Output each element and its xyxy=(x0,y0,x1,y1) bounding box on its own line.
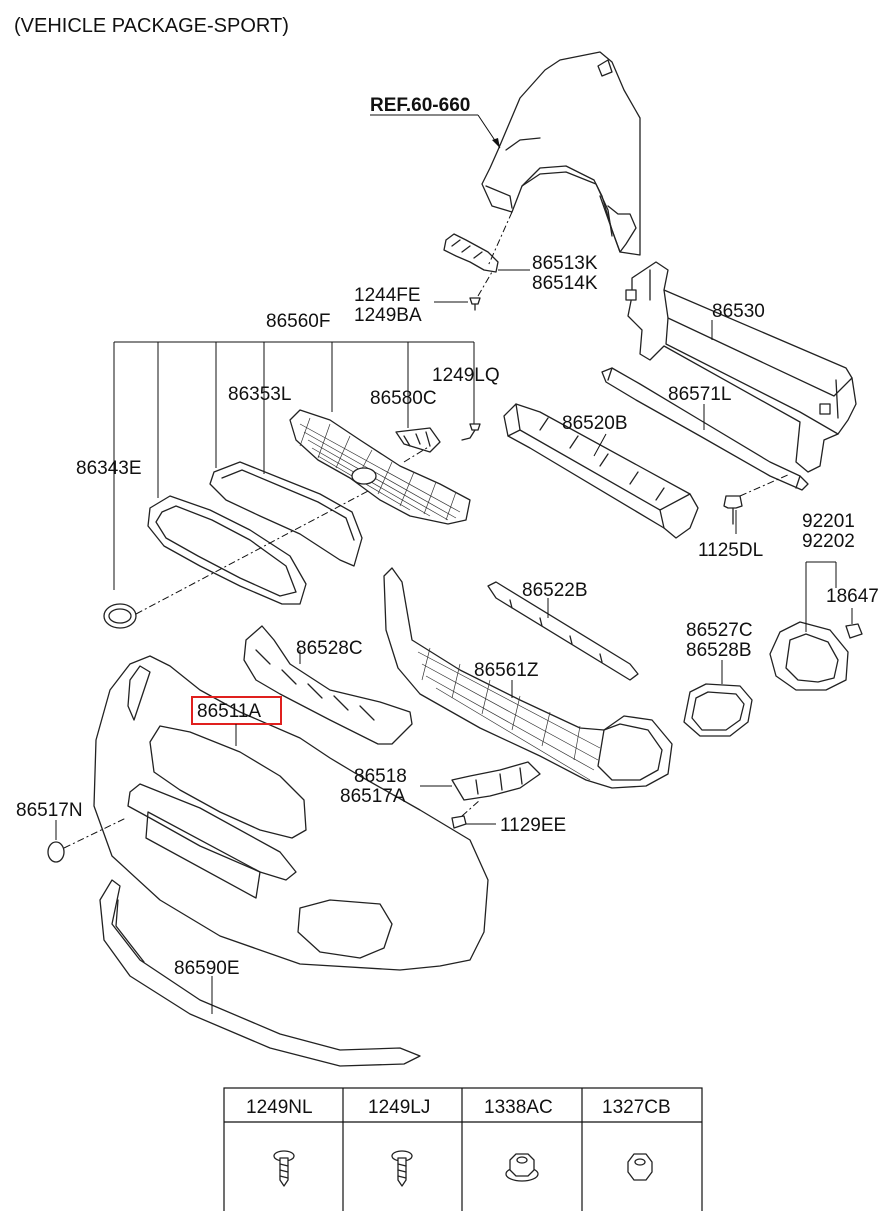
table-header-1327CB[interactable]: 1327CB xyxy=(602,1097,671,1118)
part-label-86528B[interactable]: 86528B xyxy=(686,640,752,661)
part-label-86514K[interactable]: 86514K xyxy=(532,273,598,294)
part-label-86528C[interactable]: 86528C xyxy=(296,638,363,659)
part-label-86517A[interactable]: 86517A xyxy=(340,786,406,807)
side-bracket xyxy=(451,761,541,801)
screw-icon xyxy=(451,815,467,829)
table-header-1338AC[interactable]: 1338AC xyxy=(484,1097,553,1118)
part-label-92202[interactable]: 92202 xyxy=(802,531,855,552)
tow-hook-cap xyxy=(47,841,65,863)
mounting-bracket xyxy=(443,233,499,273)
part-label-86590E[interactable]: 86590E xyxy=(174,958,240,979)
screw-icon xyxy=(273,1150,295,1187)
hex-nut-icon xyxy=(627,1153,653,1181)
part-label-92201[interactable]: 92201 xyxy=(802,511,855,532)
flange-nut-icon xyxy=(505,1153,539,1182)
screw-icon xyxy=(391,1150,413,1187)
part-label-86560F[interactable]: 86560F xyxy=(266,311,330,332)
part-label-1249BA[interactable]: 1249BA xyxy=(354,305,422,326)
bulb-socket-icon xyxy=(845,623,863,639)
part-label-1129EE[interactable]: 1129EE xyxy=(500,815,566,836)
screw-icon xyxy=(469,297,481,311)
part-label-86571L[interactable]: 86571L xyxy=(668,384,731,405)
part-label-86513K[interactable]: 86513K xyxy=(532,253,598,274)
part-label-18647[interactable]: 18647 xyxy=(826,586,879,607)
table-header-1249NL[interactable]: 1249NL xyxy=(246,1097,313,1118)
part-label-1244FE[interactable]: 1244FE xyxy=(354,285,421,306)
part-label-1249LQ[interactable]: 1249LQ xyxy=(432,365,500,386)
part-label-1125DL[interactable]: 1125DL xyxy=(698,540,763,561)
front-bumper-cover xyxy=(93,655,489,971)
clip-bracket xyxy=(395,427,441,453)
lower-radiator-grille xyxy=(383,567,673,789)
part-label-86522B[interactable]: 86522B xyxy=(522,580,588,601)
fastener-table xyxy=(223,1087,703,1211)
part-label-86580C[interactable]: 86580C xyxy=(370,388,437,409)
grille-garnish xyxy=(209,461,363,567)
part-label-86561Z[interactable]: 86561Z xyxy=(474,660,539,681)
table-header-1249LJ[interactable]: 1249LJ xyxy=(368,1097,430,1118)
radiator-grille xyxy=(289,409,471,525)
part-label-86520B[interactable]: 86520B xyxy=(562,413,628,434)
part-label-86518[interactable]: 86518 xyxy=(354,766,407,787)
part-label-86517N[interactable]: 86517N xyxy=(16,800,83,821)
kia-emblem xyxy=(103,603,137,629)
fog-lamp-bezel xyxy=(769,621,849,691)
reference-label[interactable]: REF.60-660 xyxy=(370,95,470,116)
part-label-86527C[interactable]: 86527C xyxy=(686,620,753,641)
lower-grille-moulding xyxy=(487,581,639,681)
center-bracket xyxy=(243,625,413,745)
grille-frame xyxy=(147,495,307,605)
package-heading: (VEHICLE PACKAGE-SPORT) xyxy=(14,15,289,37)
energy-absorber xyxy=(601,367,809,491)
fender-outline xyxy=(481,51,641,256)
lower-support-bracket xyxy=(503,403,699,539)
part-label-86530[interactable]: 86530 xyxy=(712,301,765,322)
fog-lamp-ring xyxy=(683,683,753,737)
part-label-86353L[interactable]: 86353L xyxy=(228,384,291,405)
screw-icon xyxy=(461,423,481,441)
part-label-86343E[interactable]: 86343E xyxy=(76,458,142,479)
lower-skid-plate xyxy=(99,879,421,1067)
bumper-beam xyxy=(625,261,857,473)
part-label-86511A[interactable]: 86511A xyxy=(197,701,261,722)
bolt-icon xyxy=(723,495,743,525)
